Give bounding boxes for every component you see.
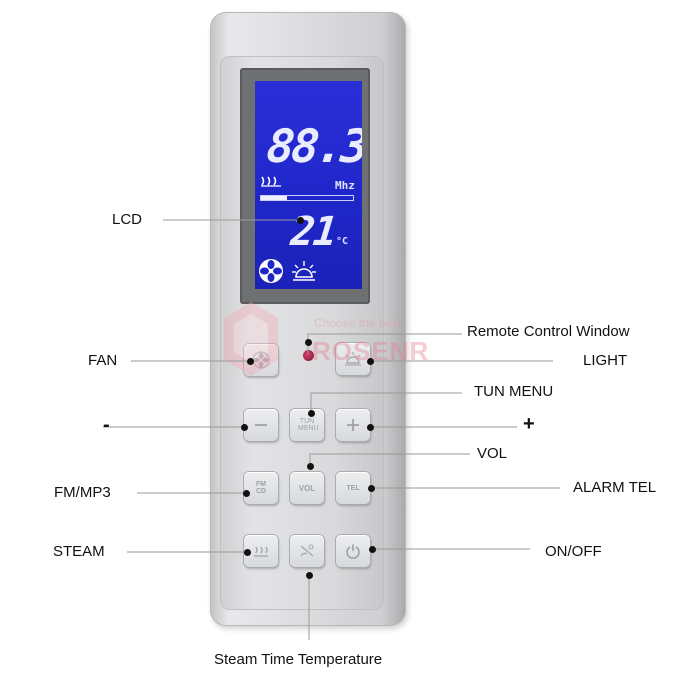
label-plus: + bbox=[523, 413, 535, 435]
label-remote-control-window: Remote Control Window bbox=[467, 323, 630, 340]
vol-pointer-dot bbox=[307, 463, 314, 470]
vol-button-label: VOL bbox=[298, 483, 316, 493]
label-on-off: ON/OFF bbox=[545, 543, 602, 560]
fm-mp3-button[interactable]: FM CD bbox=[244, 472, 278, 504]
fan-pointer-dot bbox=[247, 358, 254, 365]
on-off-button[interactable] bbox=[336, 535, 370, 567]
lcd-volume-fill bbox=[261, 196, 287, 200]
on-off-pointer-dot bbox=[369, 546, 376, 553]
label-fm-mp3: FM/MP3 bbox=[54, 484, 111, 501]
light-button[interactable] bbox=[336, 343, 370, 375]
remote-window-pointer-dot bbox=[305, 339, 312, 346]
label-alarm-tel: ALARM TEL bbox=[573, 479, 657, 496]
minus-icon bbox=[255, 424, 267, 426]
tun-menu-button-label: TUN MENU bbox=[298, 418, 319, 432]
label-vol: VOL bbox=[477, 445, 508, 462]
steam-icon bbox=[254, 546, 268, 557]
lcd-volume-bar bbox=[260, 195, 354, 201]
fm-mp3-pointer-dot bbox=[243, 490, 250, 497]
tun-menu-pointer-dot bbox=[308, 410, 315, 417]
remote-control-window bbox=[303, 350, 314, 361]
power-icon bbox=[346, 544, 360, 559]
alarm-tel-button[interactable]: TEL bbox=[336, 472, 370, 504]
lcd-light-icon bbox=[292, 261, 316, 281]
lcd-screen: 88.3 Mhz 21 °C bbox=[255, 81, 362, 289]
alarm-tel-pointer-dot bbox=[368, 485, 375, 492]
tel-button-label: TEL bbox=[346, 484, 360, 492]
fm-cd-button-label: FM CD bbox=[255, 481, 267, 495]
plus-pointer-dot bbox=[367, 424, 374, 431]
plus-button[interactable] bbox=[336, 409, 370, 441]
lcd-fan-icon bbox=[259, 259, 283, 283]
label-steam-time-temperature: Steam Time Temperature bbox=[214, 651, 383, 668]
lcd-temperature-unit: °C bbox=[336, 236, 349, 247]
label-fan: FAN bbox=[88, 352, 118, 369]
label-minus: - bbox=[103, 414, 110, 436]
label-steam: STEAM bbox=[53, 543, 105, 560]
minus-pointer-dot bbox=[241, 424, 248, 431]
light-icon bbox=[345, 352, 361, 366]
steam-time-pointer-dot bbox=[306, 572, 313, 579]
lcd-frequency-unit: Mhz bbox=[335, 179, 355, 192]
lcd-pointer-dot bbox=[297, 217, 304, 224]
label-lcd: LCD bbox=[112, 211, 143, 228]
steam-pointer-dot bbox=[244, 549, 251, 556]
label-light: LIGHT bbox=[583, 352, 628, 369]
vol-button[interactable]: VOL bbox=[290, 472, 324, 504]
plus-icon bbox=[347, 419, 359, 431]
steam-time-icon bbox=[300, 544, 314, 557]
tun-menu-button[interactable]: TUN MENU bbox=[290, 409, 324, 441]
label-tun-menu: TUN MENU bbox=[474, 383, 554, 400]
light-pointer-dot bbox=[367, 358, 374, 365]
steam-indicator-icon bbox=[261, 176, 281, 187]
steam-time-temperature-button[interactable] bbox=[290, 535, 324, 567]
minus-button[interactable] bbox=[244, 409, 278, 441]
